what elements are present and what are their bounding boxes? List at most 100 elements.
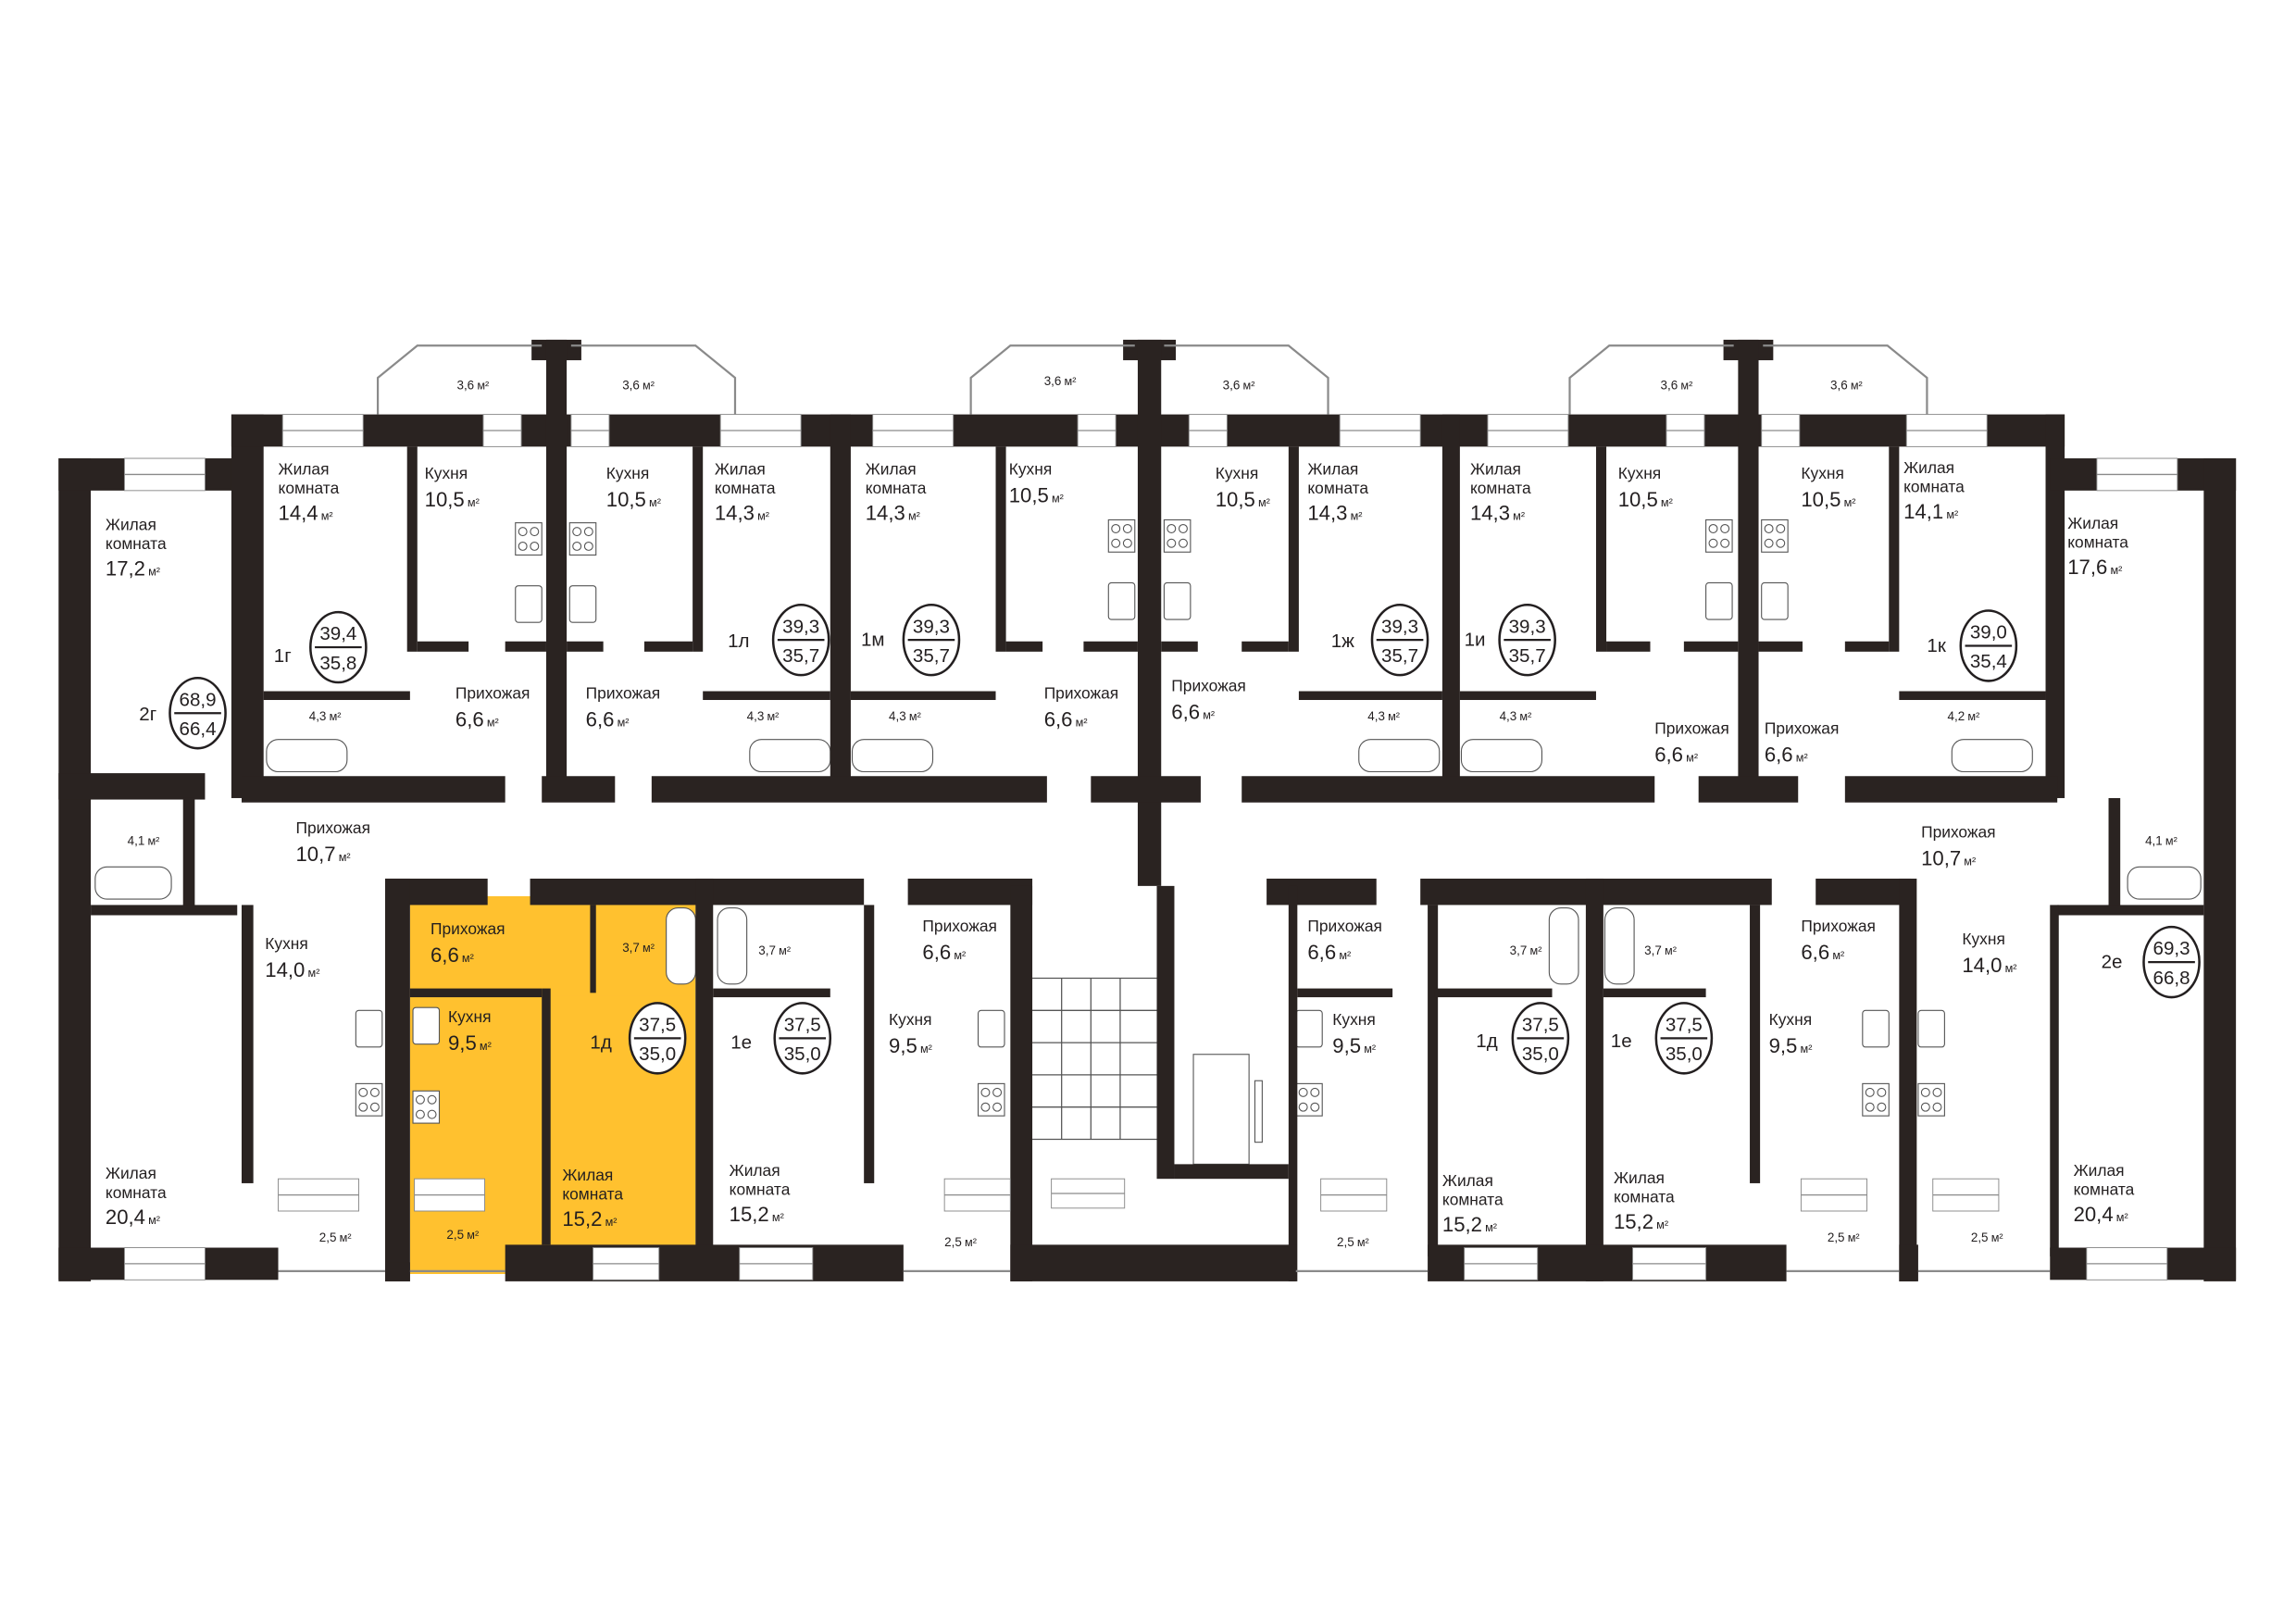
wall: [1434, 988, 1553, 998]
apartment-code: 1к: [1927, 635, 1946, 656]
area-value: 6,6: [586, 707, 615, 731]
burner: [1122, 523, 1132, 533]
wall: [1288, 885, 1298, 1281]
area-value: 4,2: [1948, 709, 1965, 723]
area-value: 6,6: [922, 941, 951, 964]
wall: [1441, 414, 1460, 798]
wall: [1174, 1164, 1289, 1180]
area-unit: м²: [1243, 380, 1255, 393]
area-value: 6,6: [1801, 941, 1829, 964]
area-unit: м²: [2110, 564, 2122, 577]
room-name: Кухня: [1801, 464, 1844, 482]
area-value: 2,5: [319, 1230, 337, 1244]
room-name: Прихожая: [1654, 718, 1729, 737]
area-unit: м²: [772, 1211, 784, 1224]
balcony-railing: [570, 344, 737, 415]
kitchen-sink-icon: [1107, 581, 1136, 620]
area-value: 3,6: [622, 379, 640, 393]
area-value: 15,2: [730, 1203, 769, 1226]
area-unit: м²: [1967, 710, 1979, 723]
balcony-railing: [969, 344, 1135, 415]
burner: [583, 527, 593, 537]
wall: [384, 1262, 410, 1281]
wall: [1899, 878, 1917, 1281]
area-unit: м²: [147, 835, 159, 848]
wall: [505, 641, 546, 652]
living-area: 35,0: [1522, 1043, 1559, 1065]
area-value: 3,6: [1830, 379, 1848, 393]
apartment-code: 1ж: [1331, 631, 1354, 652]
living-area: 35,0: [784, 1043, 821, 1065]
apartment-code: 1е: [1611, 1031, 1632, 1052]
stove-icon: [412, 1090, 441, 1124]
wall: [695, 878, 714, 1263]
burner: [1920, 1102, 1930, 1112]
area-unit: м²: [1351, 509, 1363, 522]
burner: [572, 541, 582, 551]
burner: [1764, 523, 1774, 533]
bathtub-icon: [1603, 907, 1635, 985]
area-unit: м²: [909, 710, 921, 723]
apartment-code: 1л: [728, 631, 749, 652]
room-name: Кухня: [1332, 1010, 1376, 1029]
stove-icon: [355, 1082, 383, 1117]
wall: [567, 641, 604, 652]
wall: [1899, 691, 2046, 701]
area-value: 2,5: [446, 1228, 464, 1242]
burner: [1932, 1102, 1942, 1112]
room-name: комната: [1903, 477, 1965, 495]
wall: [830, 414, 851, 798]
room-name: комната: [2074, 1181, 2135, 1199]
area-value: 10,5: [606, 488, 646, 511]
burner: [572, 527, 582, 537]
room-name: комната: [279, 479, 340, 497]
area-value: 3,6: [456, 379, 474, 393]
elevator-door: [1254, 1080, 1263, 1143]
room-name: Кухня: [889, 1010, 932, 1029]
burner: [583, 541, 593, 551]
fixtures: [94, 518, 2202, 1165]
area-value: 2,5: [944, 1235, 962, 1249]
room-name: Жилая: [2067, 514, 2118, 532]
windows: [123, 414, 2178, 1280]
wall: [2108, 797, 2121, 908]
area-unit: м²: [339, 851, 351, 864]
kitchen-sink-icon: [1163, 581, 1192, 620]
area-value: 17,6: [2067, 556, 2107, 579]
apartment-1d-highlight[interactable]: [409, 895, 696, 996]
kitchen-sink-icon: [515, 585, 543, 623]
wall: [1288, 446, 1299, 652]
stove-icon: [977, 1082, 1005, 1117]
area-unit: м²: [1357, 1236, 1369, 1249]
room-name: Прихожая: [455, 683, 530, 702]
burner: [980, 1102, 991, 1112]
wall: [1137, 339, 1162, 886]
room-name: Прихожая: [1307, 917, 1382, 935]
area-unit: м²: [487, 716, 499, 729]
